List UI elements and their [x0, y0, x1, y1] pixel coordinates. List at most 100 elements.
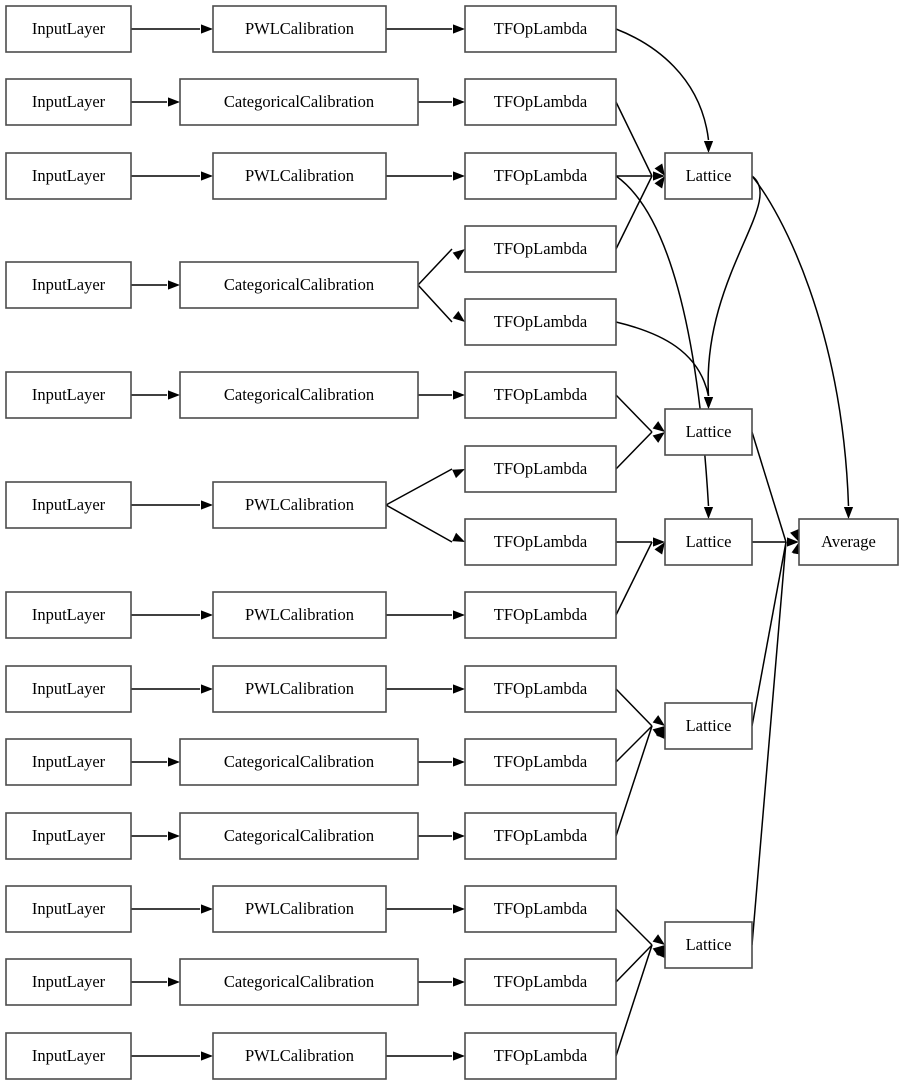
graph-node-tf4[interactable]: TFOpLambda — [464, 225, 617, 273]
node-box[interactable] — [664, 518, 753, 566]
node-box[interactable] — [179, 738, 419, 786]
graph-node-tf6[interactable]: TFOpLambda — [464, 371, 617, 419]
node-box[interactable] — [464, 5, 617, 53]
graph-node-in5[interactable]: InputLayer — [5, 371, 132, 419]
node-box[interactable] — [5, 591, 132, 639]
graph-node-lat4[interactable]: Lattice — [664, 702, 753, 750]
graph-node-in4[interactable]: InputLayer — [5, 261, 132, 309]
graph-node-tf13[interactable]: TFOpLambda — [464, 885, 617, 933]
graph-node-avg[interactable]: Average — [798, 518, 899, 566]
node-box[interactable] — [464, 371, 617, 419]
node-box[interactable] — [464, 518, 617, 566]
graph-node-tf2[interactable]: TFOpLambda — [464, 78, 617, 126]
graph-edge — [615, 175, 653, 250]
node-box[interactable] — [212, 665, 387, 713]
graph-node-tf11[interactable]: TFOpLambda — [464, 738, 617, 786]
graph-node-cal7[interactable]: PWLCalibration — [212, 591, 387, 639]
graph-node-in2[interactable]: InputLayer — [5, 78, 132, 126]
node-box[interactable] — [179, 371, 419, 419]
node-box[interactable] — [464, 591, 617, 639]
node-label: InputLayer — [32, 275, 106, 294]
node-box[interactable] — [664, 921, 753, 969]
node-box[interactable] — [179, 261, 419, 309]
graph-node-lat2[interactable]: Lattice — [664, 408, 753, 456]
node-box[interactable] — [212, 885, 387, 933]
node-box[interactable] — [5, 481, 132, 529]
graph-node-in9[interactable]: InputLayer — [5, 738, 132, 786]
graph-node-tf5[interactable]: TFOpLambda — [464, 298, 617, 346]
graph-node-cal13[interactable]: PWLCalibration — [212, 1032, 387, 1080]
graph-node-lat1[interactable]: Lattice — [664, 152, 753, 200]
graph-node-cal2[interactable]: CategoricalCalibration — [179, 78, 419, 126]
node-box[interactable] — [5, 1032, 132, 1080]
node-box[interactable] — [464, 738, 617, 786]
graph-node-in13[interactable]: InputLayer — [5, 1032, 132, 1080]
node-box[interactable] — [5, 371, 132, 419]
node-box[interactable] — [464, 445, 617, 493]
node-box[interactable] — [179, 812, 419, 860]
graph-node-lat3[interactable]: Lattice — [664, 518, 753, 566]
node-box[interactable] — [664, 702, 753, 750]
graph-edge — [751, 431, 787, 543]
node-box[interactable] — [464, 885, 617, 933]
node-box[interactable] — [5, 958, 132, 1006]
graph-node-cal4[interactable]: CategoricalCalibration — [179, 261, 419, 309]
graph-node-tf9[interactable]: TFOpLambda — [464, 591, 617, 639]
node-box[interactable] — [5, 261, 132, 309]
node-box[interactable] — [464, 78, 617, 126]
node-box[interactable] — [212, 152, 387, 200]
graph-node-cal11[interactable]: PWLCalibration — [212, 885, 387, 933]
node-box[interactable] — [464, 665, 617, 713]
node-box[interactable] — [464, 225, 617, 273]
node-box[interactable] — [5, 78, 132, 126]
node-box[interactable] — [464, 1032, 617, 1080]
node-label: Average — [821, 532, 876, 551]
node-box[interactable] — [5, 738, 132, 786]
graph-node-cal8[interactable]: PWLCalibration — [212, 665, 387, 713]
node-box[interactable] — [5, 665, 132, 713]
node-box[interactable] — [212, 5, 387, 53]
graph-node-lat5[interactable]: Lattice — [664, 921, 753, 969]
graph-node-tf7[interactable]: TFOpLambda — [464, 445, 617, 493]
graph-node-tf8[interactable]: TFOpLambda — [464, 518, 617, 566]
node-box[interactable] — [464, 298, 617, 346]
node-label: CategoricalCalibration — [224, 385, 374, 404]
node-box[interactable] — [464, 152, 617, 200]
node-box[interactable] — [5, 885, 132, 933]
graph-node-cal1[interactable]: PWLCalibration — [212, 5, 387, 53]
node-box[interactable] — [212, 591, 387, 639]
graph-node-in12[interactable]: InputLayer — [5, 958, 132, 1006]
graph-node-cal5[interactable]: CategoricalCalibration — [179, 371, 419, 419]
graph-node-in7[interactable]: InputLayer — [5, 591, 132, 639]
node-box[interactable] — [212, 1032, 387, 1080]
graph-node-in8[interactable]: InputLayer — [5, 665, 132, 713]
node-box[interactable] — [5, 152, 132, 200]
graph-node-in1[interactable]: InputLayer — [5, 5, 132, 53]
node-box[interactable] — [5, 812, 132, 860]
node-box[interactable] — [464, 958, 617, 1006]
graph-node-cal6[interactable]: PWLCalibration — [212, 481, 387, 529]
graph-node-tf12[interactable]: TFOpLambda — [464, 812, 617, 860]
node-box[interactable] — [664, 152, 753, 200]
node-box[interactable] — [664, 408, 753, 456]
graph-node-tf1[interactable]: TFOpLambda — [464, 5, 617, 53]
graph-node-tf10[interactable]: TFOpLambda — [464, 665, 617, 713]
graph-node-in3[interactable]: InputLayer — [5, 152, 132, 200]
node-box[interactable] — [798, 518, 899, 566]
graph-node-in10[interactable]: InputLayer — [5, 812, 132, 860]
node-box[interactable] — [179, 958, 419, 1006]
graph-node-cal10[interactable]: CategoricalCalibration — [179, 812, 419, 860]
node-box[interactable] — [212, 481, 387, 529]
graph-node-tf3[interactable]: TFOpLambda — [464, 152, 617, 200]
graph-node-tf14[interactable]: TFOpLambda — [464, 958, 617, 1006]
graph-node-in6[interactable]: InputLayer — [5, 481, 132, 529]
node-box[interactable] — [5, 5, 132, 53]
graph-node-cal12[interactable]: CategoricalCalibration — [179, 958, 419, 1006]
graph-node-in11[interactable]: InputLayer — [5, 885, 132, 933]
node-box[interactable] — [179, 78, 419, 126]
node-box[interactable] — [464, 812, 617, 860]
graph-node-cal9[interactable]: CategoricalCalibration — [179, 738, 419, 786]
graph-node-cal3[interactable]: PWLCalibration — [212, 152, 387, 200]
graph-node-tf15[interactable]: TFOpLambda — [464, 1032, 617, 1080]
edge-arrowhead — [453, 390, 465, 400]
